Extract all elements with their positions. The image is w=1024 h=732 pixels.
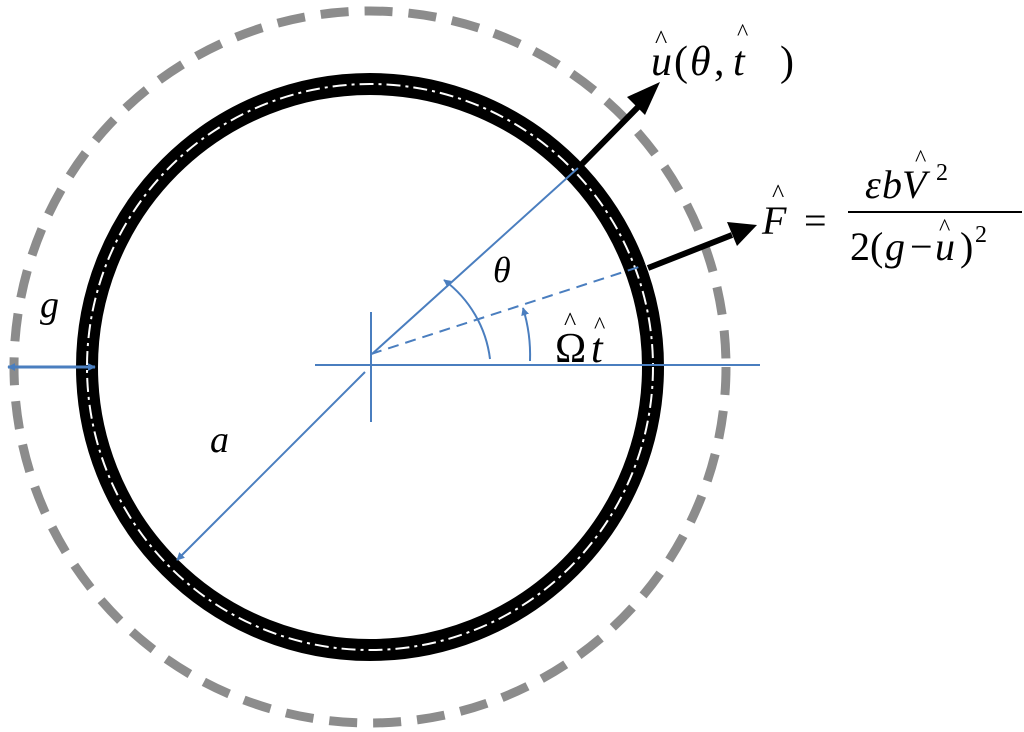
denominator-exponent: 2 [975,222,987,248]
displacement-close-paren: ) [780,39,794,85]
omega-time-hat: ^ [594,313,605,339]
displacement-open-paren: ( [674,39,688,85]
force-formula: F ^ = ε b V ^ 2 2 ( g − u ^ ) 2 [761,146,1022,269]
force-vector [646,232,734,271]
omega-symbol: Ω [555,326,586,372]
theta-radius-line [371,167,579,355]
numerator-exponent: 2 [936,160,948,186]
denominator-close-paren: ) [960,224,973,269]
omega-t-label: Ω ^ t ^ [555,307,605,372]
displacement-comma: , [714,39,725,85]
radius-arrow [176,371,366,561]
numerator-v-hat: ^ [915,146,926,172]
displacement-theta: θ [690,39,711,85]
force-arrowhead [727,222,757,246]
displacement-vector [575,102,643,171]
displacement-label: u ^ ( θ , t ^ ) [651,20,794,85]
force-symbol: F [761,198,787,243]
displacement-arrowhead [627,82,660,115]
omega-hat: ^ [564,307,576,336]
denominator-g: g [885,224,905,269]
denominator-u: u [935,224,955,269]
omega-time: t [591,326,604,372]
numerator-epsilon: ε [865,162,881,207]
displacement-time: t [733,39,746,85]
displacement-u: u [651,39,672,85]
theta-label: θ [493,250,511,290]
omega-t-arc [521,307,532,362]
denominator-minus: − [910,224,933,269]
denominator-open-paren: ( [870,224,883,269]
numerator-b: b [882,162,902,207]
theta-arc [443,279,491,360]
displacement-time-hat: ^ [737,20,748,46]
gap-label: g [40,284,59,326]
denominator-u-hat: ^ [939,215,950,241]
force-equals: = [804,198,827,243]
denominator-two: 2 [850,224,870,269]
displacement-u-hat: ^ [655,25,667,54]
force-hat: ^ [772,179,784,208]
rotating-reference-line [370,264,646,355]
radius-label: a [210,419,229,461]
ring-midline [86,83,654,651]
numerator-v: V [902,162,931,207]
